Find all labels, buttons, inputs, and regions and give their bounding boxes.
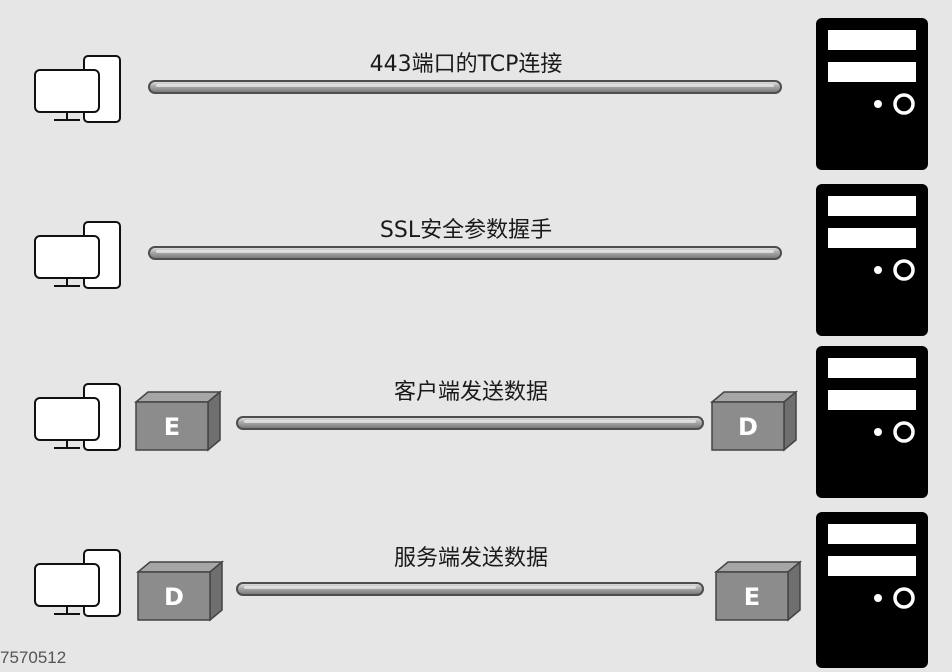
client-send-label: 客户端发送数据 bbox=[393, 380, 548, 405]
handshake-label: SSL安全参数握手 bbox=[379, 218, 553, 243]
box-letter: E bbox=[164, 413, 180, 441]
server-icon bbox=[816, 346, 928, 498]
connection-label: 443端口的TCP连接 bbox=[369, 52, 563, 77]
server-icon bbox=[816, 18, 928, 170]
connection-pipe bbox=[148, 80, 782, 94]
client-computer-icon bbox=[34, 221, 121, 289]
client-computer-icon bbox=[34, 549, 121, 617]
server-send-pipe bbox=[236, 582, 704, 596]
server-send-label: 服务端发送数据 bbox=[393, 546, 548, 571]
server-icon bbox=[816, 512, 928, 668]
row-server-send: D 服务端发送数据 E bbox=[0, 496, 952, 668]
client-computer-icon bbox=[34, 55, 121, 123]
watermark-text: 7570512 bbox=[0, 648, 67, 667]
decrypt-box-icon: D bbox=[710, 390, 799, 452]
box-letter: D bbox=[164, 583, 184, 611]
server-icon bbox=[816, 184, 928, 336]
row-tcp-connection: 443端口的TCP连接 bbox=[0, 0, 952, 170]
row-client-send: E 客户端发送数据 D bbox=[0, 330, 952, 498]
box-letter: E bbox=[744, 583, 760, 611]
handshake-pipe bbox=[148, 246, 782, 260]
encrypt-box-icon: E bbox=[714, 560, 803, 622]
row-ssl-handshake: SSL安全参数握手 bbox=[0, 166, 952, 336]
box-letter: D bbox=[738, 413, 758, 441]
encrypt-box-icon: E bbox=[134, 390, 223, 452]
client-computer-icon bbox=[34, 383, 121, 451]
client-send-pipe bbox=[236, 416, 704, 430]
decrypt-box-icon: D bbox=[136, 560, 225, 622]
